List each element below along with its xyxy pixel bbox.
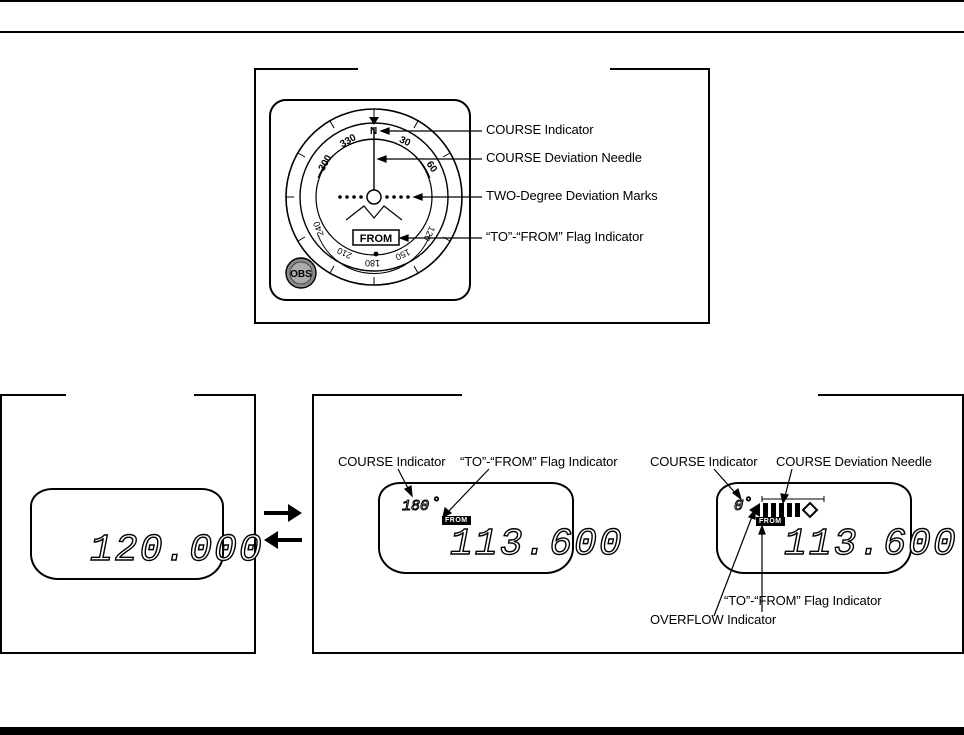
toggle-arrows-icon [264,504,302,549]
flag-text: FROM [360,233,392,245]
callout-two-degree-marks: TWO-Degree Deviation Marks [486,188,658,203]
panel-title-gap [358,67,610,71]
course-readout-1: 180 [401,498,430,515]
vor-display-annotations [397,468,825,617]
flag-chip-2: FROM [756,517,785,526]
top-rule [0,0,964,2]
callout-to-from-flag: “TO”-“FROM” Flag Indicator [486,229,644,244]
deviation-bar [749,501,819,519]
lcd-display-vor-2 [716,482,912,574]
course-indicator-triangle [369,117,379,125]
callout-overflow-indicator: OVERFLOW Indicator [650,612,777,627]
frequency-display-panel: 120.000 [0,393,262,654]
instrument-panel: 300 330 N 30 60 240 210 180 150 120 FROM… [254,67,710,324]
course-readout-2: 0 [733,498,744,515]
dial-label-30: 30 [397,134,412,149]
callout-course-deviation-needle-2: COURSE Deviation Needle [776,454,932,469]
frequency-readout-1: 113.600 [449,523,624,566]
frequency-readout-2: 113.600 [783,523,958,566]
panel-title-gap [66,393,194,397]
flag-chip-1: FROM [442,516,471,525]
degree-symbol-2: ° [743,495,754,512]
dial-label-240: 240 [311,220,326,238]
deviation-dots [338,195,410,199]
callout-to-from-flag-1: “TO”-“FROM” Flag Indicator [460,454,618,469]
frequency-readout: 120.000 [89,529,264,572]
degree-symbol-1: ° [431,495,442,512]
callout-course-indicator-1: COURSE Indicator [338,454,446,469]
vor-display-panel: 180 ° FROM 113.600 0 ° FROM 113.600 [312,393,964,654]
callout-course-indicator: COURSE Indicator [486,122,594,137]
center-circle [366,189,382,205]
dial-label-180: 180 [365,258,380,268]
callout-to-from-flag-2: “TO”-“FROM” Flag Indicator [724,593,882,608]
callout-course-deviation-needle: COURSE Deviation Needle [486,150,642,165]
header-rule [0,31,964,33]
callout-course-indicator-2: COURSE Indicator [650,454,758,469]
obs-label: OBS [290,269,312,280]
panel-title-gap [462,393,818,397]
lcd-display-left [30,488,224,580]
bottom-rule [0,727,964,735]
vor-instrument-figure: 300 330 N 30 60 240 210 180 150 120 FROM… [269,99,482,301]
